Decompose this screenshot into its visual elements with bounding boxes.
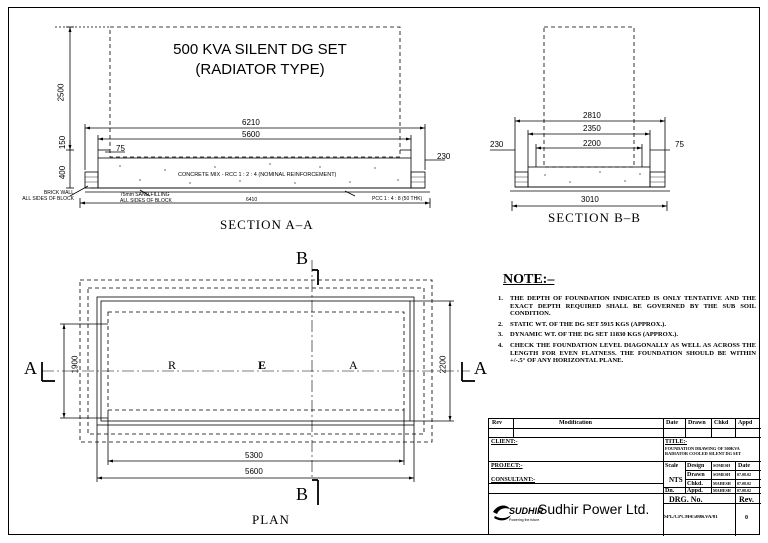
dim-5300: 5300 — [245, 451, 263, 460]
brick-wall-left-bb — [514, 171, 529, 188]
plan-area-letter-e: E — [258, 358, 268, 372]
brick-wall-note: BRICK WALL ALL SIDES OF BLOCK — [22, 190, 74, 202]
plan-outer-dashed — [79, 279, 433, 443]
note-item: 4.CHECK THE FOUNDATION LEVEL DIAGONALLY … — [498, 341, 756, 365]
tb-date-head-2: Date — [738, 463, 750, 469]
section-bb-label: SECTION B–B — [548, 210, 641, 225]
brick-wall-right-bb — [649, 171, 666, 188]
tb-drawn-by: SOMESH — [713, 472, 731, 477]
tb-chkd-date: 07.08.02 — [737, 481, 751, 486]
dim-2200: 2200 — [583, 139, 601, 148]
company-logo-text: SUDHIR — [509, 506, 544, 516]
tb-project: PROJECT:- — [491, 463, 523, 469]
plan-cut-a-right: A — [474, 358, 488, 378]
drawing-border — [8, 7, 760, 535]
note-item: 2.STATIC WT. OF THE DG SET 5915 KGS (APP… — [498, 320, 667, 328]
sand-filling-note: 75mm SAND FILLING ALL SIDES OF BLOCK — [120, 192, 172, 204]
dim-3010: 3010 — [581, 195, 599, 204]
note-item: 3.DYNAMIC WT. OF THE DG SET 11830 KGS (A… — [498, 331, 678, 339]
tb-date-head: Date — [666, 420, 678, 426]
plan-cut-b-top: B — [296, 248, 310, 268]
tb-appd-label: Appd. — [687, 488, 703, 494]
dim-6410: 6410 — [246, 197, 258, 203]
section-aa-label: SECTION A–A — [220, 217, 314, 232]
plan-label: PLAN — [252, 512, 290, 527]
tb-drawn-date: 07.08.02 — [737, 472, 751, 477]
tb-dn: Dn. — [665, 488, 675, 494]
tb-drawn-label: Drawn — [687, 472, 705, 478]
tb-client: CLIENT:- — [491, 439, 518, 445]
brick-wall-left-aa — [84, 171, 99, 189]
pcc-note: PCC 1 : 4 : 8 (50 THK) — [372, 196, 423, 202]
brick-wall-right-aa — [410, 171, 426, 189]
tb-chkd-by: MAHESH — [713, 481, 731, 486]
note-item: 1.THE DEPTH OF FOUNDATION INDICATED IS O… — [498, 295, 756, 318]
dim-5600: 5600 — [242, 130, 260, 139]
tb-scale-label: Scale — [665, 463, 679, 469]
company-logo-tagline: Powering the future — [509, 518, 540, 522]
dim-2350: 2350 — [583, 124, 601, 133]
dim-75-bb: 75 — [675, 140, 684, 149]
tb-appd-head: Appd — [738, 420, 753, 426]
drawing-title-line2: (RADIATOR TYPE) — [195, 61, 325, 78]
dim-5600-plan: 5600 — [245, 467, 263, 476]
plan-dg-outline — [107, 311, 405, 411]
dim-230-bb: 230 — [490, 140, 504, 149]
plan-cut-a-left: A — [24, 358, 38, 378]
notes-list: 1.THE DEPTH OF FOUNDATION INDICATED IS O… — [498, 295, 756, 368]
tb-chkd-head: Chkd — [714, 420, 729, 426]
plan-area-letter-a: A — [349, 358, 359, 372]
tb-modification-head: Modification — [559, 420, 592, 426]
dim-6210: 6210 — [242, 118, 260, 127]
company-name: Sudhir Power Ltd. — [538, 501, 650, 517]
tb-drawn-head: Drawn — [688, 420, 706, 426]
tb-appd-by: MAHESH — [713, 488, 731, 493]
dim-2810: 2810 — [583, 111, 601, 120]
tb-consultant: CONSULTANT:- — [491, 477, 536, 483]
tb-scale-value: NTS — [669, 476, 683, 484]
concrete-note: CONCRETE MIX - RCC 1 : 2 : 4 (NOMINAL RE… — [178, 172, 337, 178]
tb-chkd-label: Chkd. — [687, 481, 703, 487]
dim-230: 230 — [437, 152, 451, 161]
tb-design-label: Design — [687, 463, 705, 469]
drawing-title-line1: 500 KVA SILENT DG SET — [173, 41, 347, 58]
title-block: Rev Modification Date Drawn Chkd Appd CL… — [488, 418, 761, 536]
plan-cut-b-bottom: B — [296, 484, 310, 504]
notes-heading: NOTE:– — [503, 272, 555, 287]
tb-rev-head: Rev — [492, 420, 502, 426]
tb-rev-no: 0 — [745, 515, 748, 521]
tb-appd-date: 07.08.02 — [737, 488, 751, 493]
tb-drg-no-label: DRG. No. — [669, 495, 703, 504]
plan-area-letter-r: R — [168, 358, 178, 372]
dim-75: 75 — [116, 144, 125, 153]
tb-design-by: SOMESH — [713, 463, 731, 468]
tb-title-text: FOUNDATION DRAWING OF 500KVA RADIATOR CO… — [665, 446, 742, 456]
tb-title-label: TITLE:- — [665, 439, 688, 445]
tb-rev-label: Rev. — [739, 495, 754, 504]
tb-drg-no: SPL/CPCM4/500KVA/01 — [664, 515, 718, 520]
